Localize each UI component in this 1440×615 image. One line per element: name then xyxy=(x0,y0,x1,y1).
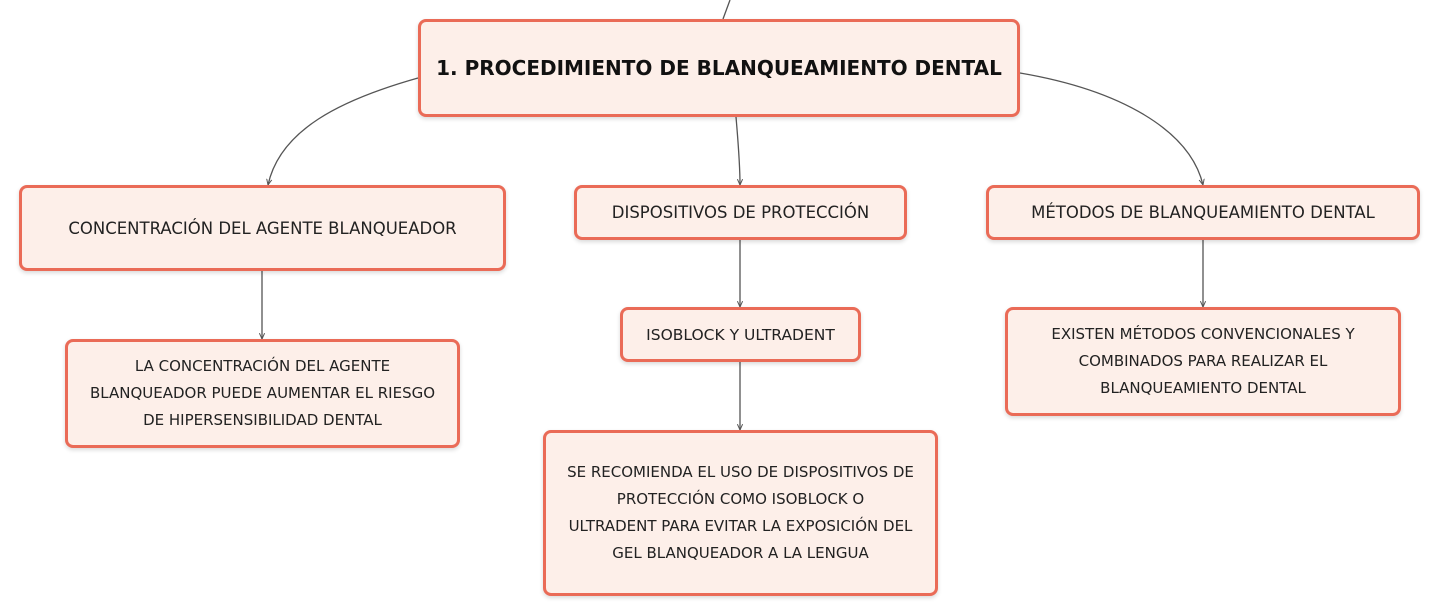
text-line: ULTRADENT PARA EVITAR LA EXPOSICIÓN DEL xyxy=(568,517,913,535)
connector-root-to-metodos xyxy=(1019,72,1203,185)
node-concentracion-agente-label: CONCENTRACIÓN DEL AGENTE BLANQUEADOR xyxy=(68,218,457,238)
node-concentracion-agente[interactable]: CONCENTRACIÓN DEL AGENTE BLANQUEADOR xyxy=(19,185,506,271)
text-line: BLANQUEAMIENTO DENTAL xyxy=(1100,379,1306,397)
text-line: BLANQUEADOR PUEDE AUMENTAR EL RIESGO xyxy=(89,384,436,402)
node-riesgo-hipersensibilidad-text: LA CONCENTRACIÓN DEL AGENTE BLANQUEADOR … xyxy=(90,353,435,434)
node-dispositivos-proteccion-label: DISPOSITIVOS DE PROTECCIÓN xyxy=(611,203,870,222)
node-metodos-blanqueamiento-label: MÉTODOS DE BLANQUEAMIENTO DENTAL xyxy=(1031,203,1375,222)
node-metodos-convencionales-text: EXISTEN MÉTODOS CONVENCIONALES Y COMBINA… xyxy=(1051,321,1354,402)
text-line: GEL BLANQUEADOR A LA LENGUA xyxy=(612,544,869,562)
node-isoblock-ultradent[interactable]: ISOBLOCK Y ULTRADENT xyxy=(620,307,861,362)
node-recomendacion-dispositivos[interactable]: SE RECOMIENDA EL USO DE DISPOSITIVOS DE … xyxy=(543,430,938,596)
text-line: SE RECOMIENDA EL USO DE DISPOSITIVOS DE xyxy=(567,463,914,481)
node-recomendacion-dispositivos-text: SE RECOMIENDA EL USO DE DISPOSITIVOS DE … xyxy=(567,459,914,567)
root-node[interactable]: 1. PROCEDIMIENTO DE BLANQUEAMIENTO DENTA… xyxy=(418,19,1020,117)
text-line: PROTECCIÓN COMO ISOBLOCK O xyxy=(616,490,865,508)
node-riesgo-hipersensibilidad[interactable]: LA CONCENTRACIÓN DEL AGENTE BLANQUEADOR … xyxy=(65,339,460,448)
text-line: DE HIPERSENSIBILIDAD DENTAL xyxy=(143,411,382,429)
node-metodos-convencionales[interactable]: EXISTEN MÉTODOS CONVENCIONALES Y COMBINA… xyxy=(1005,307,1401,416)
root-node-label: 1. PROCEDIMIENTO DE BLANQUEAMIENTO DENTA… xyxy=(436,56,1002,80)
connector-parent-to-root xyxy=(722,0,731,20)
text-line: LA CONCENTRACIÓN DEL AGENTE xyxy=(134,357,391,375)
connector-root-to-dispositivos xyxy=(735,116,740,185)
text-line: COMBINADOS PARA REALIZAR EL xyxy=(1078,352,1328,370)
node-isoblock-ultradent-label: ISOBLOCK Y ULTRADENT xyxy=(646,325,835,344)
connector-root-to-concentracion xyxy=(268,77,419,185)
text-line: EXISTEN MÉTODOS CONVENCIONALES Y xyxy=(1051,325,1355,343)
node-dispositivos-proteccion[interactable]: DISPOSITIVOS DE PROTECCIÓN xyxy=(574,185,907,240)
node-metodos-blanqueamiento[interactable]: MÉTODOS DE BLANQUEAMIENTO DENTAL xyxy=(986,185,1420,240)
